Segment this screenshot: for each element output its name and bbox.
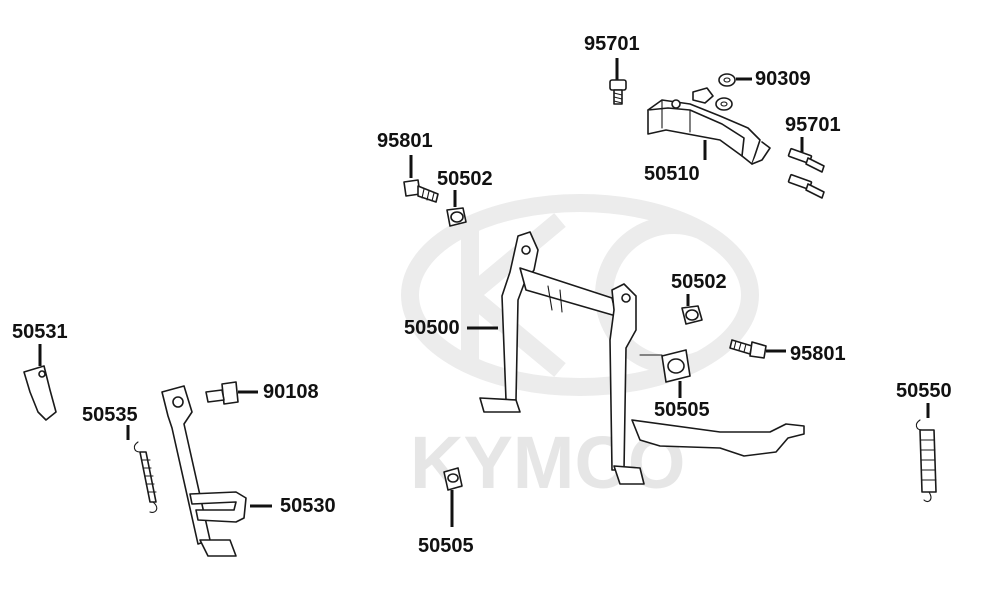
label-50530[interactable]: 50530 — [280, 495, 336, 517]
label-95801-right[interactable]: 95801 — [790, 343, 846, 365]
spring-50550 — [915, 419, 937, 503]
label-95801-left[interactable]: 95801 — [377, 130, 433, 152]
label-95701-top[interactable]: 95701 — [584, 33, 640, 55]
label-50502-mid[interactable]: 50502 — [671, 271, 727, 293]
label-50535[interactable]: 50535 — [82, 404, 138, 426]
label-50505-bottom[interactable]: 50505 — [418, 535, 474, 557]
nut-90309 — [692, 73, 736, 111]
label-95701-right[interactable]: 95701 — [785, 114, 841, 136]
label-90108[interactable]: 90108 — [263, 381, 319, 403]
bracket-50510 — [647, 99, 771, 165]
bushing-50502-mid — [681, 305, 703, 325]
bolt-95701-top — [609, 79, 627, 105]
label-90309[interactable]: 90309 — [755, 68, 811, 90]
bushing-50502-top — [446, 207, 467, 227]
kymco-watermark: KYMCO — [401, 194, 759, 504]
rubber-50505-mid — [661, 349, 691, 383]
main-stand-50500 — [479, 231, 805, 485]
plate-50531 — [23, 365, 57, 421]
label-50510[interactable]: 50510 — [644, 163, 700, 185]
bolt-95801-left — [403, 179, 439, 203]
label-50550[interactable]: 50550 — [896, 380, 952, 402]
watermark-ellipse — [401, 194, 759, 396]
bolt-90108 — [205, 381, 239, 405]
label-50500[interactable]: 50500 — [404, 317, 460, 339]
label-50502-top[interactable]: 50502 — [437, 168, 493, 190]
rubber-50505-bottom — [443, 467, 463, 491]
label-50505-mid[interactable]: 50505 — [654, 399, 710, 421]
bolt-95801-right — [729, 339, 767, 359]
bolts-95701-right — [787, 147, 825, 199]
spring-50535 — [133, 441, 158, 513]
label-50531[interactable]: 50531 — [12, 321, 68, 343]
leader-lines — [38, 58, 930, 527]
side-stand-50530 — [161, 385, 247, 557]
